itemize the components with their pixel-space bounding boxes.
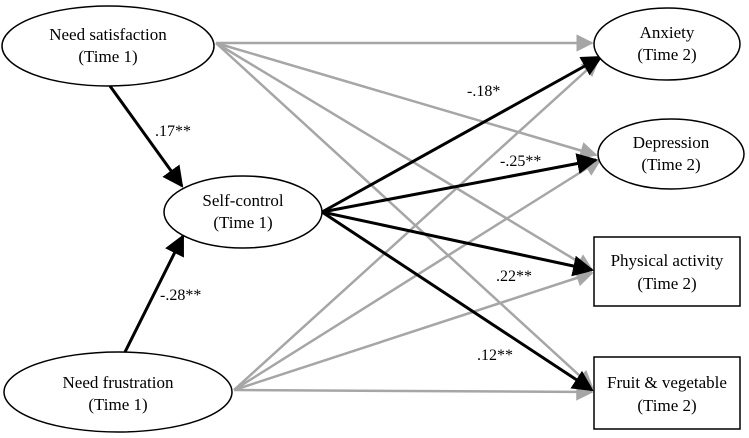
node-need-frustration-label: Need frustration	[63, 373, 174, 392]
node-fruit-vegetable: Fruit & vegetable (Time 2)	[593, 356, 741, 430]
node-anxiety-time: (Time 2)	[637, 45, 696, 64]
node-anxiety-label: Anxiety	[640, 23, 695, 42]
node-need-satisfaction-time: (Time 1)	[78, 47, 137, 66]
node-fruit-vegetable-label: Fruit & vegetable	[607, 373, 727, 392]
path-selfcontrol-to-anxiety	[321, 55, 603, 214]
node-need-frustration-time: (Time 1)	[88, 395, 147, 414]
node-need-frustration: Need frustration (Time 1)	[3, 351, 233, 433]
node-need-satisfaction-label: Need satisfaction	[49, 25, 167, 44]
node-depression-time: (Time 2)	[641, 155, 700, 174]
coef-satisfaction-to-selfcontrol: .17**	[155, 123, 191, 140]
coef-selfcontrol-to-physical: .22**	[496, 268, 532, 285]
path-frustration-to-physical	[233, 269, 594, 392]
node-physical-activity-label: Physical activity	[611, 251, 724, 270]
node-self-control-label: Self-control	[202, 191, 283, 210]
node-need-satisfaction: Need satisfaction (Time 1)	[1, 5, 215, 87]
path-satisfaction-to-physical	[215, 41, 594, 272]
path-selfcontrol-to-fruit	[321, 210, 594, 392]
node-fruit-vegetable-time: (Time 2)	[637, 396, 696, 415]
node-physical-activity-time: (Time 2)	[637, 274, 696, 293]
coef-frustration-to-selfcontrol: -.28**	[160, 287, 201, 304]
path-satisfaction-to-depression	[215, 41, 598, 159]
path-selfcontrol-to-physical	[321, 210, 595, 277]
significant-paths	[108, 55, 603, 392]
node-physical-activity: Physical activity (Time 2)	[593, 236, 741, 307]
path-selfcontrol-to-depression	[321, 153, 599, 214]
node-depression: Depression (Time 2)	[597, 118, 745, 190]
path-coefficients: .17** -.28** -.18* -.25** .22** .12**	[155, 83, 541, 364]
node-self-control: Self-control (Time 1)	[163, 175, 323, 249]
node-self-control-time: (Time 1)	[213, 213, 272, 232]
path-satisfaction-to-selfcontrol	[108, 85, 184, 188]
path-frustration-to-fruit	[233, 383, 594, 401]
coef-selfcontrol-to-depression: -.25**	[500, 153, 541, 170]
node-depression-label: Depression	[633, 133, 710, 152]
path-frustration-to-anxiety	[233, 58, 600, 391]
coef-selfcontrol-to-anxiety: -.18*	[467, 83, 500, 100]
node-anxiety: Anxiety (Time 2)	[593, 7, 741, 81]
path-frustration-to-selfcontrol	[123, 234, 185, 353]
path-satisfaction-to-fruit	[215, 42, 594, 389]
coef-selfcontrol-to-fruit: .12**	[477, 347, 513, 364]
